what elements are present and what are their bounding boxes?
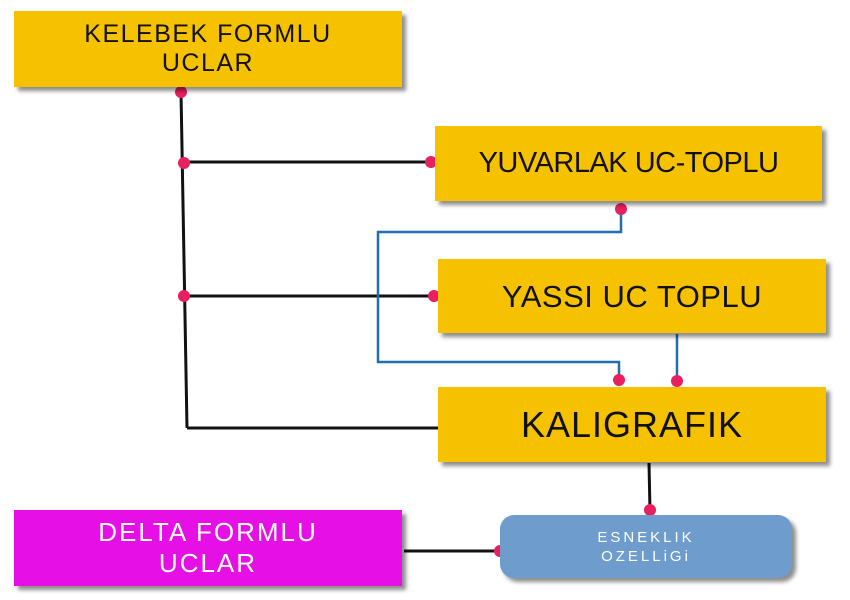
dot bbox=[644, 504, 656, 516]
node-kelebek-label: KELEBEK FORMLU UCLAR bbox=[84, 20, 332, 77]
kaligrafik-esneklik-line bbox=[647, 462, 652, 512]
node-esneklik: ESNEKLIK OZELLiGi bbox=[500, 515, 792, 578]
dot bbox=[671, 375, 683, 387]
node-kelebek: KELEBEK FORMLU UCLAR bbox=[14, 11, 402, 87]
blue-loop-yuvarlak-kaligrafik bbox=[376, 209, 623, 380]
dot bbox=[178, 157, 190, 169]
dot bbox=[428, 290, 440, 302]
node-yuvarlak-label: YUVARLAK UC-TOPLU bbox=[478, 147, 779, 179]
node-yassi-label: YASSI UC TOPLU bbox=[501, 278, 763, 314]
node-delta-label: DELTA FORMLU UCLAR bbox=[98, 517, 318, 578]
dot bbox=[178, 290, 190, 302]
node-delta: DELTA FORMLU UCLAR bbox=[14, 510, 402, 586]
node-kaligrafik-label: KALIGRAFIK bbox=[520, 404, 744, 445]
dot bbox=[425, 156, 437, 168]
node-esneklik-label: ESNEKLIK OZELLiGi bbox=[597, 528, 695, 565]
node-kaligrafik: KALIGRAFIK bbox=[438, 387, 826, 462]
trunk-line bbox=[179, 91, 189, 429]
dot bbox=[613, 374, 625, 386]
node-yassi: YASSI UC TOPLU bbox=[438, 259, 826, 333]
node-yuvarlak: YUVARLAK UC-TOPLU bbox=[435, 126, 822, 201]
dot bbox=[175, 86, 187, 98]
dot bbox=[615, 203, 627, 215]
